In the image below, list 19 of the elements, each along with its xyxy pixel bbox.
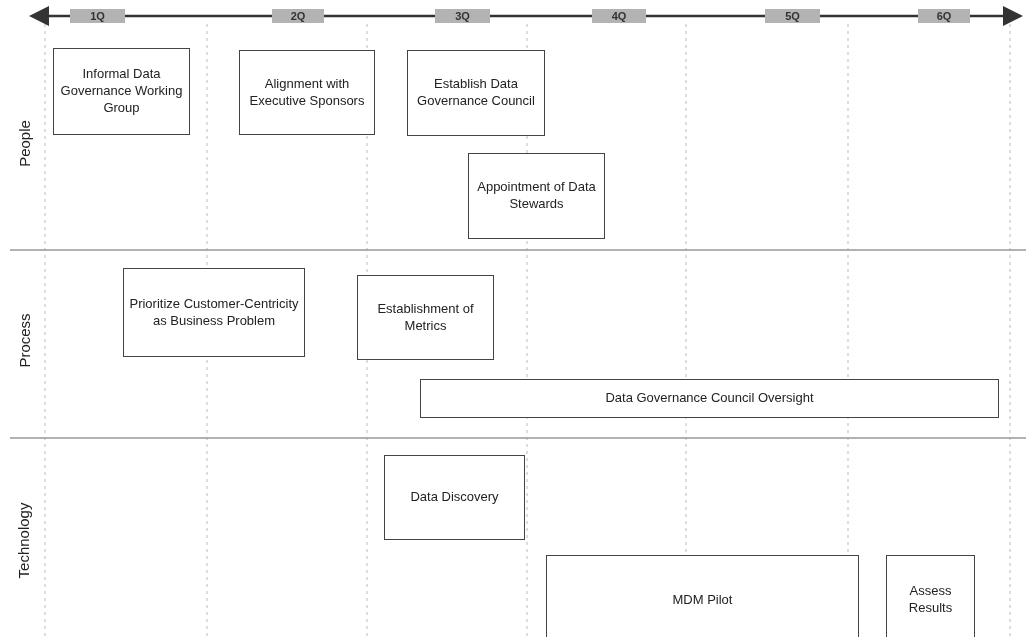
quarter-label: 2Q [272,9,324,23]
task-box: Assess Results [886,555,975,637]
task-box: Data Governance Council Oversight [420,379,999,418]
task-box: MDM Pilot [546,555,859,637]
task-box: Establish Data Governance Council [407,50,545,136]
task-box: Establishment of Metrics [357,275,494,360]
lane-label: Technology [15,502,33,578]
task-box: Informal Data Governance Working Group [53,48,190,135]
task-box: Prioritize Customer-Centricity as Business Problem [123,268,305,357]
quarter-label: 4Q [592,9,646,23]
quarter-label: 1Q [70,9,125,23]
task-box: Data Discovery [384,455,525,540]
quarter-label: 5Q [765,9,820,23]
task-box: Alignment with Executive Sponsors [239,50,375,135]
quarter-label: 6Q [918,9,970,23]
quarter-label: 3Q [435,9,490,23]
lane-label: People [15,119,33,167]
lane-label: Process [15,312,33,368]
task-box: Appointment of Data Stewards [468,153,605,239]
